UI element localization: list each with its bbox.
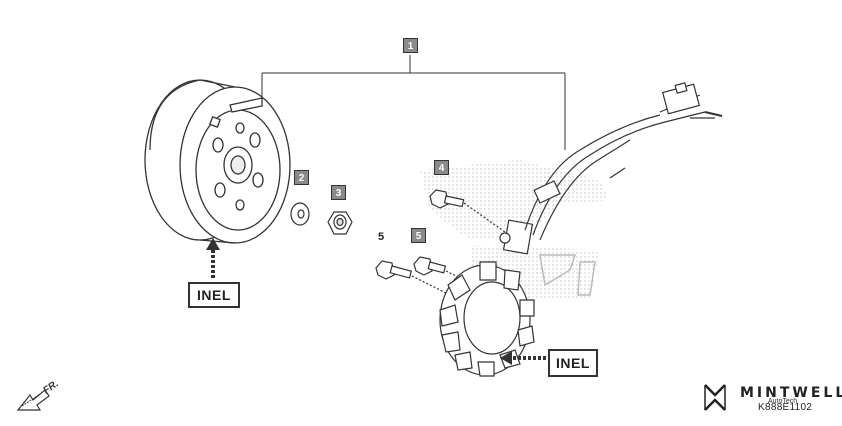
callout-4: 4 [434, 160, 449, 175]
callout-2: 2 [294, 170, 309, 185]
stator-coil [439, 219, 535, 377]
callout-5-left: 5 [378, 231, 385, 243]
part-code: K888E1102 [758, 402, 813, 413]
callout-5-right: 5 [411, 228, 426, 243]
assembly-bracket [261, 55, 566, 150]
bolt-lower-left [375, 260, 471, 306]
callout-1: 1 [403, 38, 418, 53]
inel-arrow-right [500, 351, 548, 365]
inel-label-right: INEL [548, 349, 598, 377]
front-arrow [16, 389, 50, 411]
wiring-harness [524, 82, 723, 241]
inel-label-left: INEL [188, 282, 240, 308]
nut-part [327, 211, 353, 235]
inel-arrow-left [206, 238, 220, 280]
brand-subtitle: AutoTech [768, 398, 798, 405]
callout-3: 3 [331, 185, 346, 200]
bolt-upper [429, 189, 506, 233]
flywheel-rotor [144, 79, 291, 244]
brand-logo-icon [704, 384, 726, 411]
washer-part [290, 202, 310, 226]
brand-name: MINTWELL [740, 385, 842, 401]
